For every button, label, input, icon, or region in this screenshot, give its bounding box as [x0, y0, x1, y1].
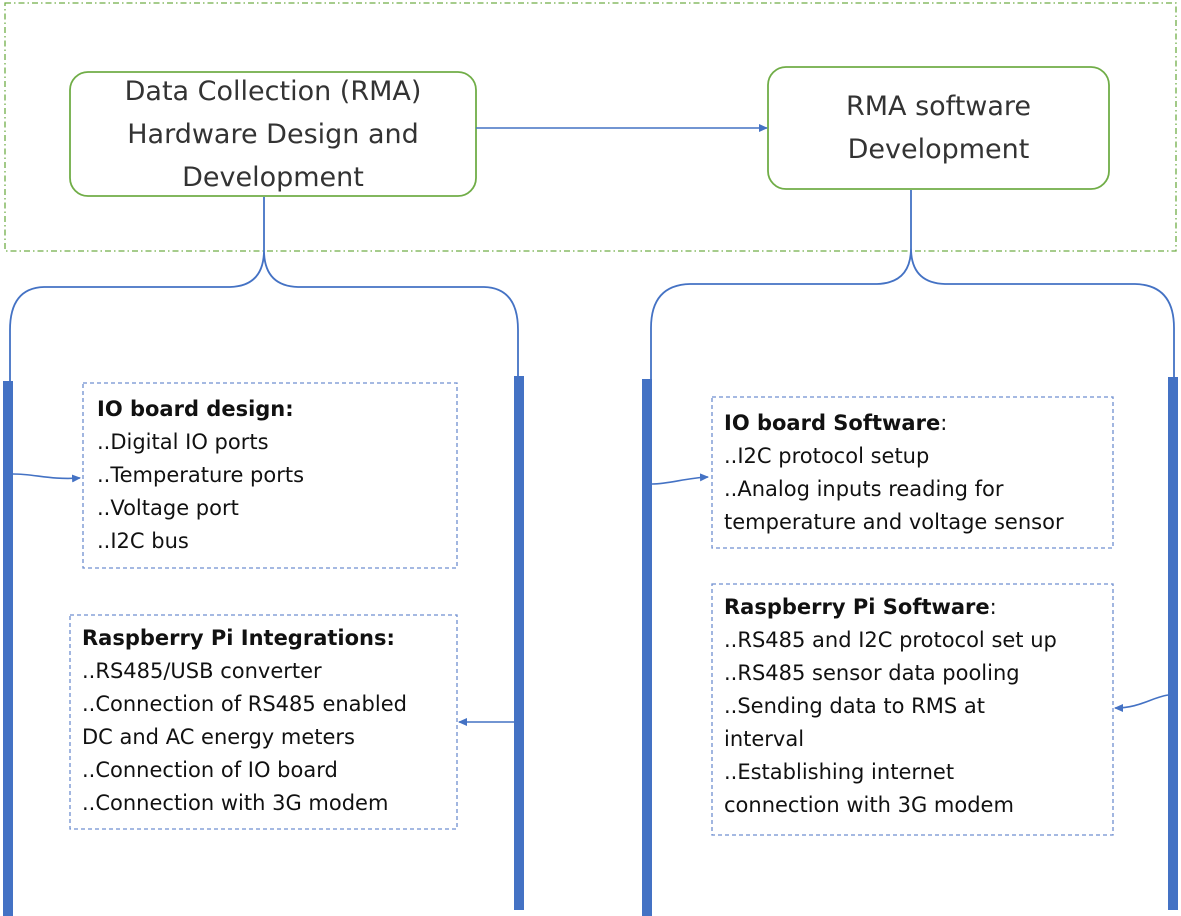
raspberry-pi-integrations-text: Raspberry Pi Integrations: ..RS485/USB c…: [82, 622, 407, 820]
raspberry-pi-integrations-heading: Raspberry Pi Integrations:: [82, 626, 395, 650]
raspberry-pi-software-heading-colon: :: [989, 595, 997, 619]
raspberry-pi-software-item: ..RS485 and I2C protocol set up: [724, 628, 1057, 652]
right-arrow-to-pi: [1114, 694, 1169, 712]
right-bar-inner: [642, 379, 652, 916]
hardware-label-line-3: Development: [182, 161, 364, 193]
io-board-software-item: ..I2C protocol setup: [724, 444, 930, 468]
io-board-design-item: ..Voltage port: [97, 496, 239, 520]
raspberry-pi-integrations-box: [69, 614, 458, 830]
io-board-software-item: temperature and voltage sensor: [724, 510, 1064, 534]
raspberry-pi-integrations-item: ..RS485/USB converter: [82, 659, 322, 683]
left-bar-inner: [514, 376, 524, 910]
raspberry-pi-software-text: Raspberry Pi Software: ..RS485 and I2C p…: [724, 591, 1057, 822]
raspberry-pi-software-heading: Raspberry Pi Software: [724, 595, 990, 619]
right-bar-outer: [1168, 377, 1178, 910]
software-box-label: RMA software Development: [768, 67, 1109, 189]
hardware-label-line-2: Hardware Design and: [127, 118, 419, 150]
hardware-box: [69, 71, 477, 197]
io-board-design-heading: IO board design:: [97, 397, 294, 421]
right-brace: [650, 190, 1175, 380]
io-board-software-heading-colon: :: [940, 411, 948, 435]
io-board-software-box: [711, 396, 1114, 549]
io-board-design-item: ..Digital IO ports: [97, 430, 269, 454]
raspberry-pi-software-box: [711, 583, 1114, 836]
io-board-software-item: ..Analog inputs reading for: [724, 477, 1004, 501]
left-arrow-to-io-board: [12, 473, 81, 483]
raspberry-pi-integrations-item: ..Connection with 3G modem: [82, 791, 389, 815]
raspberry-pi-software-item: ..Sending data to RMS at: [724, 694, 985, 718]
raspberry-pi-integrations-item: DC and AC energy meters: [82, 725, 355, 749]
io-board-design-box: [82, 382, 458, 569]
hardware-label-line-1: Data Collection (RMA): [124, 75, 422, 107]
io-board-design-item: ..I2C bus: [97, 529, 189, 553]
raspberry-pi-software-item: connection with 3G modem: [724, 793, 1014, 817]
io-board-design-item: ..Temperature ports: [97, 463, 305, 487]
io-board-design-text: IO board design: ..Digital IO ports ..Te…: [97, 393, 304, 558]
left-bar-outer: [3, 381, 13, 916]
io-board-software-text: IO board Software: ..I2C protocol setup …: [724, 407, 1064, 539]
raspberry-pi-software-item: interval: [724, 727, 805, 751]
raspberry-pi-software-item: ..Establishing internet: [724, 760, 955, 784]
software-box: [767, 66, 1110, 190]
io-board-software-heading: IO board Software: [724, 411, 941, 435]
right-arrow-to-io-board: [651, 473, 709, 485]
left-brace: [9, 197, 519, 382]
hardware-box-label: Data Collection (RMA) Hardware Design an…: [70, 72, 476, 196]
software-label-line-2: Development: [847, 134, 1030, 165]
raspberry-pi-software-item: ..RS485 sensor data pooling: [724, 661, 1020, 685]
raspberry-pi-integrations-item: ..Connection of RS485 enabled: [82, 692, 407, 716]
software-label-line-1: RMA software: [845, 91, 1032, 122]
top-group-frame: [4, 2, 1177, 252]
raspberry-pi-integrations-item: ..Connection of IO board: [82, 758, 338, 782]
